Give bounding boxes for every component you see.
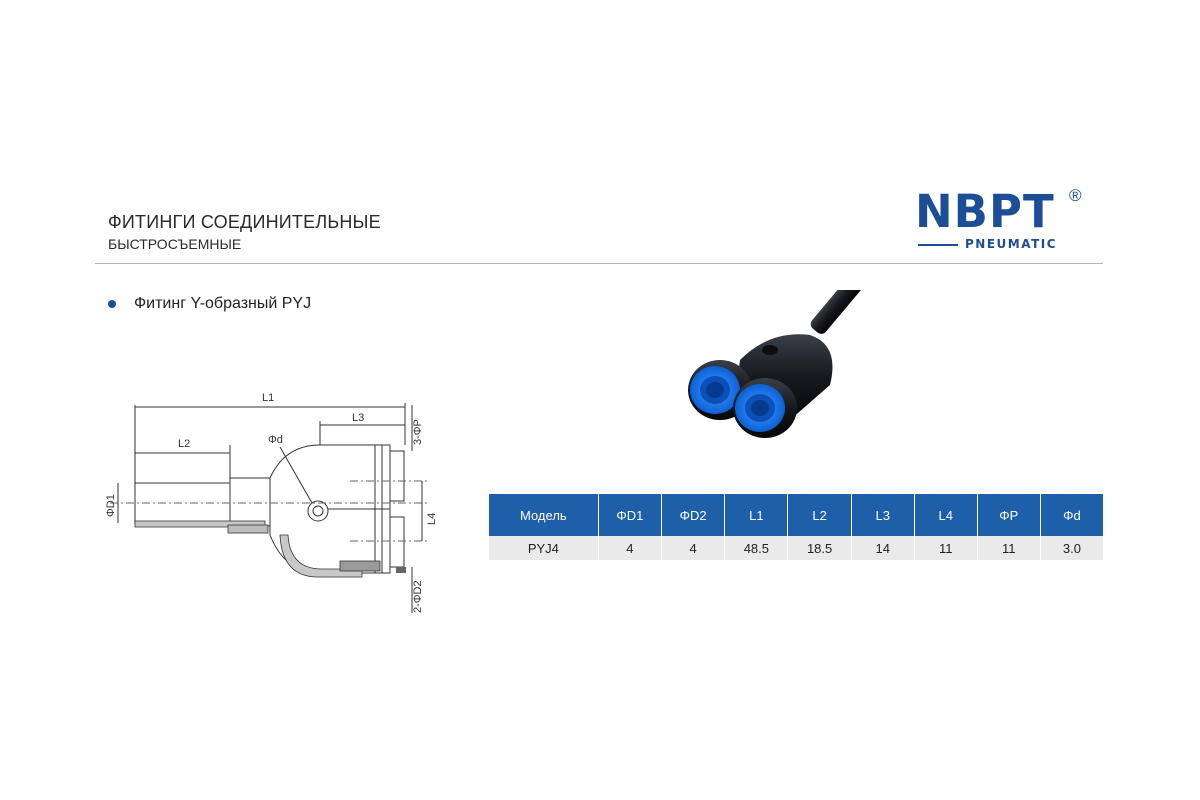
logo-wordmark: NBPT [915,185,1055,238]
dim-phi-d1-label: ΦD1 [105,494,117,517]
column-header: Φd [1039,494,1103,536]
page-subtitle: БЫСТРОСЪЕМНЫЕ [108,236,242,252]
header-divider [95,263,1103,264]
table-cell: 18.5 [787,536,852,560]
column-header: ΦP [976,494,1041,536]
column-header: L2 [787,494,852,536]
table-cell: 4 [660,536,725,560]
bullet-icon [108,300,116,308]
table-cell: 11 [976,536,1041,560]
technical-drawing: L1 L2 L3 Φd ΦD1 L4 3-ΦP 2-ΦD2 [105,392,438,613]
dim-phi-d-label: Φd [268,434,283,446]
column-header: L3 [850,494,915,536]
column-header: L4 [913,494,978,536]
brand-logo: NBPT ® PNEUMATIC [915,186,1090,256]
table-row: PYJ4 4 4 48.5 18.5 14 11 11 3.0 [489,536,1103,560]
registered-mark: ® [1069,186,1082,205]
table-cell: 14 [850,536,915,560]
product-heading: Фитинг Y-образный PYJ [134,295,312,312]
product-photo [688,290,865,438]
logo-subtitle: PNEUMATIC [965,237,1058,251]
dim-l2-label: L2 [178,438,190,450]
spec-table: Модель ΦD1 ΦD2 L1 L2 L3 L4 ΦP Φd PYJ4 4 … [489,494,1103,560]
spec-table-header-row: Модель ΦD1 ΦD2 L1 L2 L3 L4 ΦP Φd [489,494,1103,536]
column-header: ΦD1 [597,494,662,536]
column-header: ΦD2 [660,494,725,536]
table-cell: 3.0 [1039,536,1103,560]
table-cell: PYJ4 [489,536,599,560]
dim-2-phi-d2-label: 2-ΦD2 [412,580,424,613]
column-header: Модель [489,494,599,536]
dim-3-phi-p-label: 3-ΦP [412,419,424,445]
dim-l3-label: L3 [352,412,364,424]
column-header: L1 [724,494,788,536]
table-cell: 48.5 [724,536,788,560]
table-cell: 4 [597,536,662,560]
page-title: ФИТИНГИ СОЕДИНИТЕЛЬНЫЕ [108,212,381,232]
logo-underline [918,244,958,246]
dim-l4-label: L4 [426,513,438,525]
dim-l1-label: L1 [262,392,274,404]
table-cell: 11 [913,536,978,560]
